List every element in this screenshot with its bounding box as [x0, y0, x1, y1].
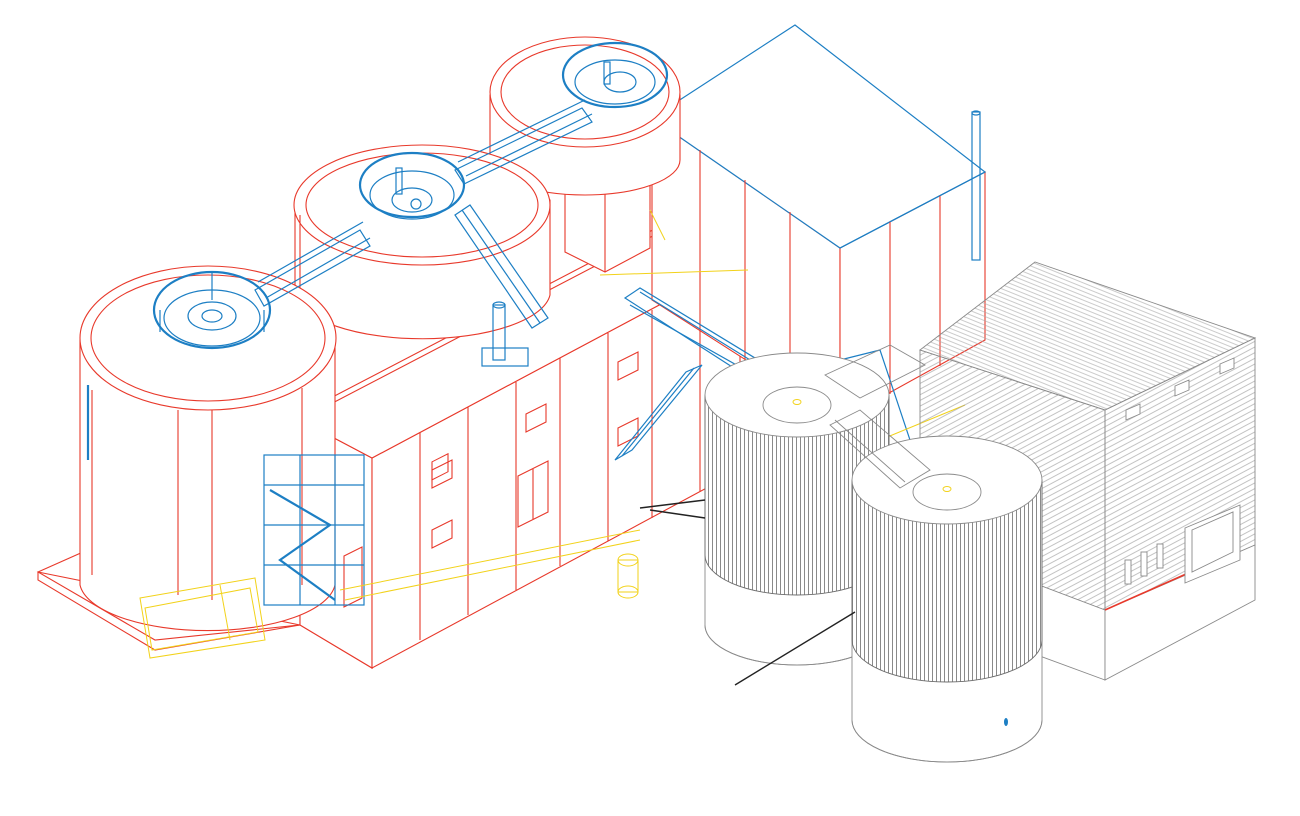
stair-tower [263, 454, 365, 606]
digester-tank-1 [704, 352, 890, 666]
rooftop-equipment [481, 301, 529, 367]
digester-tank-2 [851, 435, 1043, 763]
clarifier-platform-2 [358, 151, 466, 220]
clarifier-tank-1 [79, 265, 337, 632]
yellow-piping [139, 209, 966, 659]
clarifier-platform-1 [152, 270, 272, 350]
black-pipes [639, 499, 856, 686]
clarifier-platform-3 [561, 41, 669, 109]
digester-walkway [824, 344, 931, 489]
clarifier-tank-2 [293, 144, 551, 340]
